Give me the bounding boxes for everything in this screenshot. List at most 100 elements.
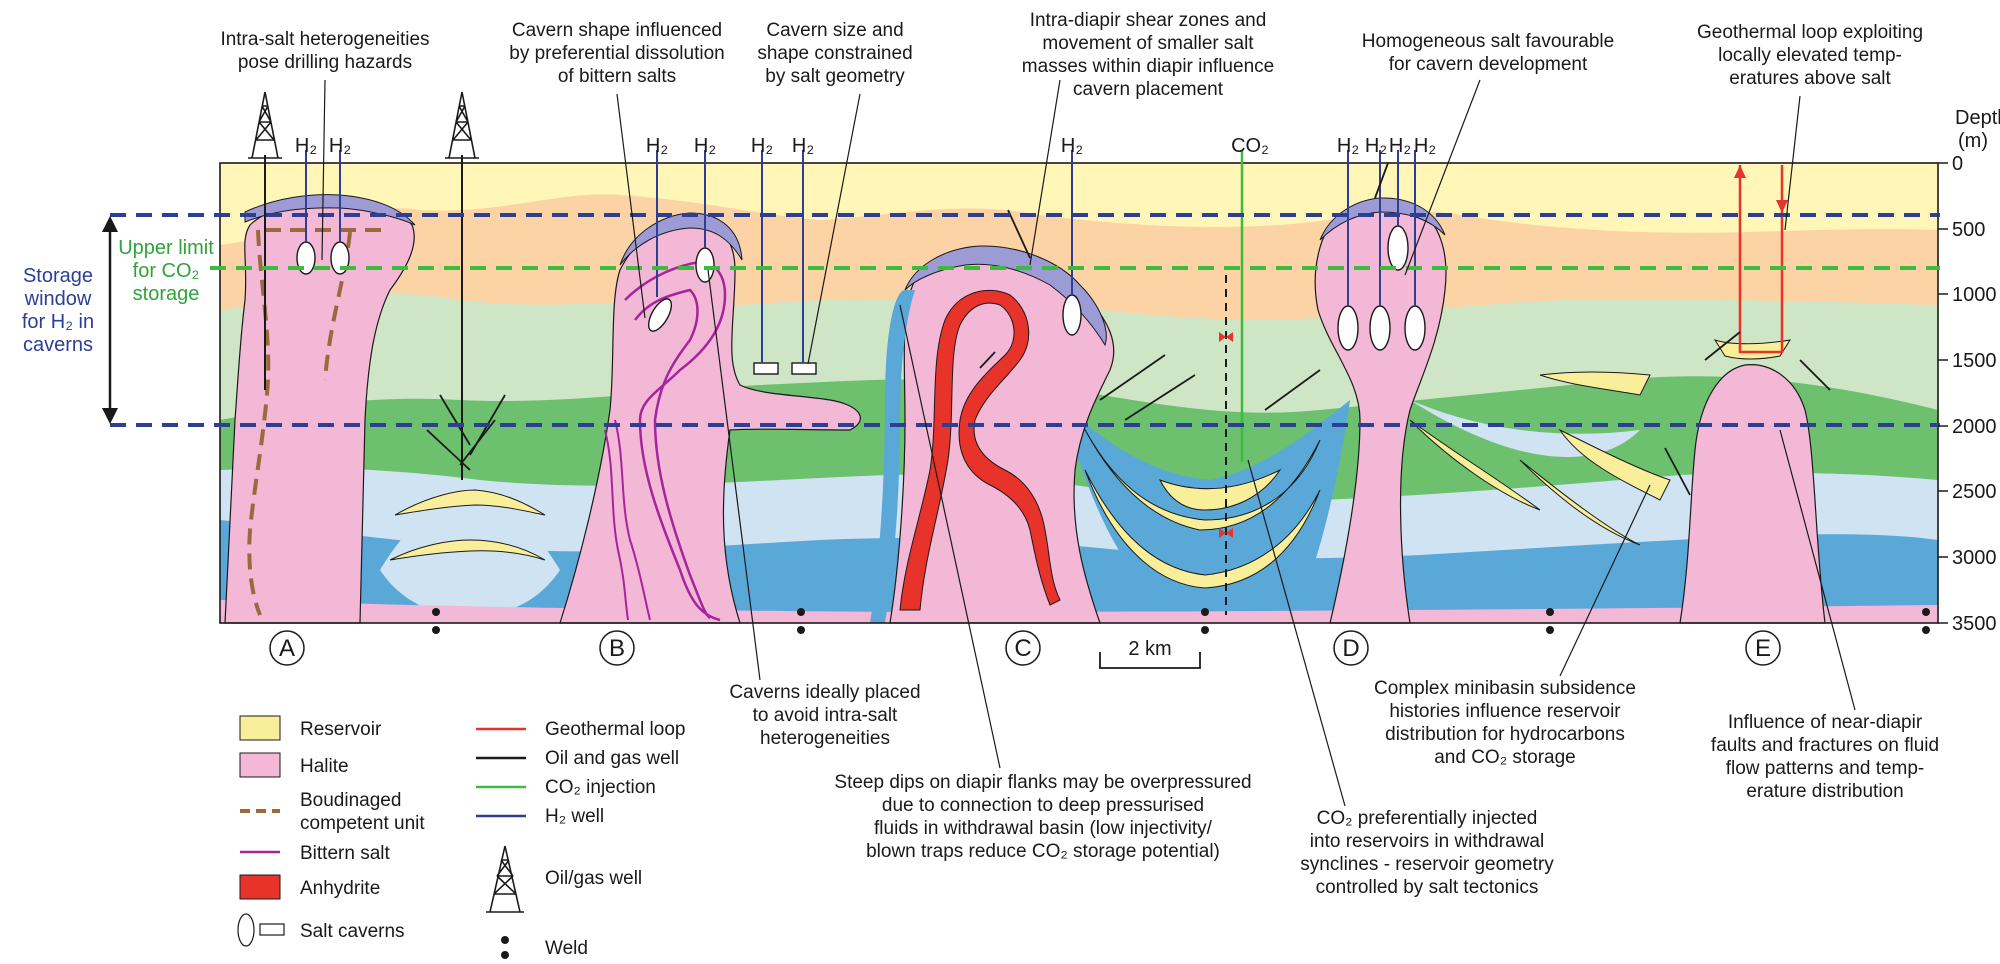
co2-limit-label-3: storage — [133, 283, 200, 305]
storage-window-label-4: caverns — [23, 334, 93, 356]
legend-label-caverns: Salt caverns — [300, 921, 405, 942]
callout-e-top-2: locally elevated temp- — [1718, 45, 1902, 66]
weld-3b — [1201, 626, 1209, 634]
callout-c-bottom-3: fluids in withdrawal basin (low injectiv… — [874, 818, 1213, 839]
weld-2 — [797, 608, 805, 616]
cavern-d-2 — [1370, 306, 1390, 350]
well-label-h2-a1: H₂ — [295, 135, 317, 157]
weld-2b — [797, 626, 805, 634]
cavern-d-1 — [1338, 306, 1358, 350]
callout-b-bottom-1: Caverns ideally placed — [729, 682, 920, 703]
depth-label-0: 0 — [1952, 153, 1963, 175]
well-label-h2-a2: H₂ — [329, 135, 351, 157]
callout-c-top-1: Intra-diapir shear zones and — [1030, 10, 1267, 31]
depth-label-2000: 2000 — [1952, 416, 1997, 438]
callout-c-bottom-2: due to connection to deep pressurised — [882, 795, 1204, 816]
structure-label-d: D — [1342, 635, 1359, 662]
legend-label-boudinaged-2: competent unit — [300, 813, 425, 834]
depth-axis: Depth (m) 0 500 1000 1500 2000 2500 3000… — [1938, 107, 2000, 635]
callout-d-bottom-4: and CO₂ storage — [1434, 747, 1576, 768]
legend-label-oil-gas-well: Oil and gas well — [545, 748, 679, 769]
well-label-h2-d1: H₂ — [1337, 135, 1359, 157]
cavern-d-3 — [1388, 226, 1408, 270]
weld-1 — [432, 608, 440, 616]
oil-rig-icon — [248, 92, 282, 158]
callout-d-top-2: for cavern development — [1389, 54, 1588, 75]
depth-axis-unit: (m) — [1958, 130, 1988, 152]
storage-window-label-2: window — [24, 288, 92, 310]
scale-bar: 2 km — [1100, 638, 1200, 668]
legend-swatch-weld-1 — [501, 936, 509, 944]
depth-label-1500: 1500 — [1952, 350, 1997, 372]
callout-b-top-3: of bittern salts — [558, 66, 676, 87]
callout-d-bottom-2: histories influence reservoir — [1389, 701, 1621, 722]
weld-3 — [1201, 608, 1209, 616]
arrow-head-up — [102, 216, 118, 232]
legend-label-weld: Weld — [545, 938, 588, 959]
rigs — [248, 92, 479, 158]
structure-labels: A B C D E — [270, 631, 1780, 665]
weld-5b — [1922, 626, 1930, 634]
legend-label-geothermal: Geothermal loop — [545, 719, 685, 740]
storage-window-label-3: for H₂ in — [22, 311, 94, 333]
well-label-h2-d2: H₂ — [1365, 135, 1387, 157]
cavern-c-1 — [1063, 295, 1081, 335]
oil-rig-icon — [445, 92, 479, 158]
legend-swatch-weld-2 — [501, 951, 509, 959]
callout-d-top-1: Homogeneous salt favourable — [1362, 31, 1614, 52]
legend-label-bittern: Bittern salt — [300, 843, 390, 864]
legend-swatch-anhydrite — [240, 875, 280, 899]
co2-limit-label-1: Upper limit — [118, 237, 214, 259]
co2-limit-label-2: for CO₂ — [133, 260, 200, 282]
well-label-h2-d3: H₂ — [1389, 135, 1411, 157]
cross-section — [220, 163, 1938, 623]
legend-label-halite: Halite — [300, 756, 349, 777]
callout-e-bottom-4: erature distribution — [1746, 781, 1903, 802]
well-labels: H₂ H₂ H₂ H₂ H₂ H₂ H₂ CO₂ H₂ H₂ H₂ H₂ — [295, 135, 1436, 157]
callout-co2-bottom-1: CO₂ preferentially injected — [1317, 808, 1538, 829]
structure-label-c: C — [1014, 635, 1031, 662]
callout-b2-top-1: Cavern size and — [766, 20, 903, 41]
weld-1b — [432, 626, 440, 634]
legend-label-reservoir: Reservoir — [300, 719, 382, 740]
legend-label-co2: CO₂ injection — [545, 777, 656, 798]
arrow-head-down — [102, 408, 118, 424]
callout-c-top-2: movement of smaller salt — [1042, 33, 1254, 54]
callout-e-bottom-1: Influence of near-diapir — [1728, 712, 1923, 733]
weld-5 — [1922, 608, 1930, 616]
well-label-h2-b4: H₂ — [792, 135, 814, 157]
depth-label-1000: 1000 — [1952, 284, 1997, 306]
legend: Reservoir Halite Boudinaged competent un… — [238, 716, 685, 959]
weld-4b — [1546, 626, 1554, 634]
callout-b-bottom-2: to avoid intra-salt — [753, 705, 898, 726]
well-label-h2-d4: H₂ — [1414, 135, 1436, 157]
callout-co2-bottom-4: controlled by salt tectonics — [1316, 877, 1539, 898]
callout-e-top-1: Geothermal loop exploiting — [1697, 22, 1923, 43]
structure-label-e: E — [1755, 635, 1771, 662]
callout-c-bottom-1: Steep dips on diapir flanks may be overp… — [834, 772, 1251, 793]
legend-label-boudinaged-1: Boudinaged — [300, 790, 401, 811]
depth-label-500: 500 — [1952, 219, 1985, 241]
well-label-h2-b1: H₂ — [646, 135, 668, 157]
legend-label-h2-well: H₂ well — [545, 806, 604, 827]
callout-co2-bottom-2: into reservoirs in withdrawal — [1310, 831, 1544, 852]
cavern-b-box-1 — [754, 363, 778, 374]
legend-swatch-cavern-box — [260, 924, 284, 935]
scale-bar-label: 2 km — [1128, 638, 1171, 660]
well-label-co2: CO₂ — [1231, 135, 1269, 157]
cavern-b-box-2 — [792, 363, 816, 374]
weld-4 — [1546, 608, 1554, 616]
callout-e-bottom-3: flow patterns and temp- — [1726, 758, 1925, 779]
structure-label-b: B — [609, 635, 625, 662]
callout-e-top-3: eratures above salt — [1729, 68, 1891, 89]
callout-e-bottom-2: faults and fractures on fluid — [1711, 735, 1939, 756]
legend-swatch-reservoir — [240, 716, 280, 740]
well-label-h2-b2: H₂ — [694, 135, 716, 157]
depth-label-3500: 3500 — [1952, 613, 1997, 635]
legend-label-oil-gas-rig: Oil/gas well — [545, 868, 642, 889]
callout-b2-top-2: shape constrained — [757, 43, 912, 64]
cavern-d-4 — [1405, 306, 1425, 350]
storage-window-label-1: Storage — [23, 265, 93, 287]
callout-b2-top-3: by salt geometry — [765, 66, 905, 87]
